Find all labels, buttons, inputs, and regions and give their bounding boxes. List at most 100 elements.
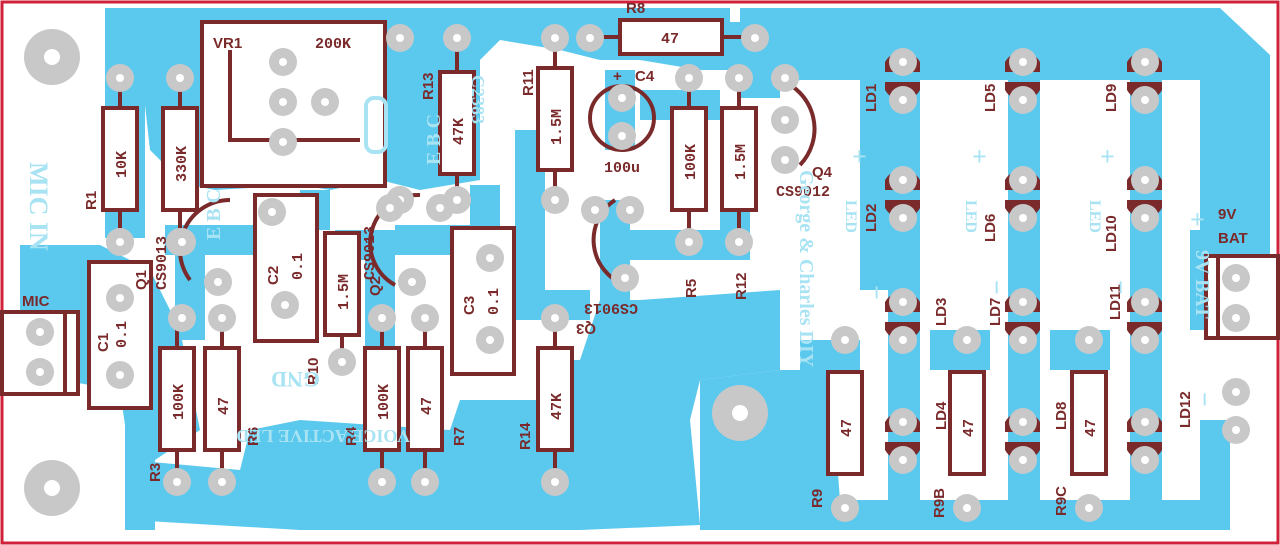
r12-ref: R12 xyxy=(733,272,750,300)
pad-hole xyxy=(1141,298,1149,306)
led-plus-2: + xyxy=(972,142,987,171)
pad-hole xyxy=(36,328,44,336)
pad-hole xyxy=(338,358,346,366)
r7-value: 47 xyxy=(419,397,436,415)
pad-hole xyxy=(1232,426,1240,434)
ld12-ref: LD12 xyxy=(1177,391,1194,428)
pad-hole xyxy=(1019,214,1027,222)
pad-hole xyxy=(279,58,287,66)
pad-hole xyxy=(386,204,394,212)
r7-ref: R7 xyxy=(451,427,468,446)
r9b-ref: R9B xyxy=(931,488,948,518)
pad-hole xyxy=(899,456,907,464)
pad-hole xyxy=(618,132,626,140)
pad-hole xyxy=(1232,388,1240,396)
r9c-value: 47 xyxy=(1083,419,1100,437)
led-mark-3: LED xyxy=(1086,200,1103,233)
c1-ref: C1 xyxy=(95,333,112,352)
pad-hole xyxy=(1019,336,1027,344)
pad-hole xyxy=(453,34,461,42)
led-mark-2: LED xyxy=(962,200,979,233)
pad-hole xyxy=(899,418,907,426)
pad-hole xyxy=(899,298,907,306)
pad-hole xyxy=(626,206,634,214)
ld6-ref: LD6 xyxy=(982,214,999,242)
c4-plus: + xyxy=(613,68,622,85)
pad-hole xyxy=(551,478,559,486)
pad-hole xyxy=(436,204,444,212)
q1-pins: E B C xyxy=(203,189,225,240)
pad-hole xyxy=(751,34,759,42)
ld3-ref: LD3 xyxy=(933,298,950,326)
pad-hole xyxy=(1019,418,1027,426)
r1-ref: R1 xyxy=(83,191,100,210)
pad-hole xyxy=(321,98,329,106)
r14-ref: R14 xyxy=(517,422,534,450)
pad-hole xyxy=(551,314,559,322)
pad-hole xyxy=(621,274,629,282)
pad-hole xyxy=(963,504,971,512)
pad-hole xyxy=(1141,58,1149,66)
pad-hole xyxy=(279,138,287,146)
pad-hole xyxy=(421,314,429,322)
r2-value: 330K xyxy=(174,146,191,182)
pad-hole xyxy=(218,314,226,322)
r10-ref: R10 xyxy=(305,357,322,385)
pad-hole xyxy=(408,278,416,286)
pad-hole xyxy=(453,196,461,204)
vr1-value: 200K xyxy=(315,36,351,53)
pad-hole xyxy=(586,34,594,42)
r8-value: 47 xyxy=(661,31,679,48)
pad-hole xyxy=(1232,314,1240,322)
r12-value: 1.5M xyxy=(733,144,750,180)
q3-part: CS9013 xyxy=(584,299,638,316)
pad-hole xyxy=(735,238,743,246)
voice-label: VOICE ACTIVE LED xyxy=(236,426,410,446)
ld8-ref: LD8 xyxy=(1053,402,1070,430)
pad-hole xyxy=(218,478,226,486)
ld4-ref: LD4 xyxy=(933,401,950,430)
ld9-ref: LD9 xyxy=(1103,84,1120,112)
pad-hole xyxy=(1019,176,1027,184)
vr1-ref: VR1 xyxy=(213,35,242,52)
r6-value: 47 xyxy=(216,397,233,415)
pad-hole xyxy=(551,34,559,42)
pad-hole xyxy=(841,504,849,512)
r10-value: 1.5M xyxy=(336,274,353,310)
pad-hole xyxy=(963,336,971,344)
bat-minus: − xyxy=(1190,392,1219,407)
pad-hole xyxy=(421,478,429,486)
pad-hole xyxy=(1019,298,1027,306)
pad-hole xyxy=(281,301,289,309)
r4-ref: R4 xyxy=(343,426,360,446)
q1-ref: Q1 xyxy=(133,270,150,290)
q5-pins: E B C xyxy=(423,114,445,165)
ld7-ref: LD7 xyxy=(987,298,1004,326)
c2-ref: C2 xyxy=(265,266,282,285)
bat-9v-label: 9V xyxy=(1218,206,1236,223)
bat-plus: + xyxy=(1190,205,1205,234)
c4-value: 100u xyxy=(604,160,640,177)
pad-hole xyxy=(36,368,44,376)
pad-hole xyxy=(685,238,693,246)
led-minus-1: − xyxy=(862,285,891,300)
mic-label: MIC xyxy=(22,293,50,310)
pad-hole xyxy=(899,96,907,104)
ld5-ref: LD5 xyxy=(982,84,999,112)
pad-hole xyxy=(618,94,626,102)
labels: VR1 200K R8 47 + C4 100u Q4 CS9012 Q3 CS… xyxy=(22,0,1248,518)
pad-hole xyxy=(116,74,124,82)
led-minus-2: − xyxy=(982,280,1011,295)
q2-ref: Q2 xyxy=(367,276,384,296)
pad-hole xyxy=(214,278,222,286)
c3-value: 0.1 xyxy=(486,288,503,315)
q5-part: C2383 xyxy=(468,75,488,124)
pad-hole xyxy=(1141,336,1149,344)
r9c-ref: R9C xyxy=(1053,486,1070,516)
pad-hole xyxy=(1085,504,1093,512)
pad-hole xyxy=(899,214,907,222)
pad-hole xyxy=(1141,96,1149,104)
q1-part: CS9013 xyxy=(154,236,171,290)
pad-hole xyxy=(378,478,386,486)
pad-hole xyxy=(1141,214,1149,222)
